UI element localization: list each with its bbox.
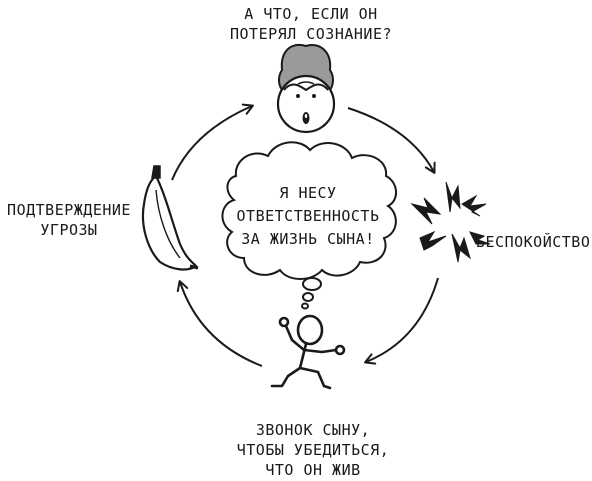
label-anxiety: Беспокойство xyxy=(476,233,591,251)
banana-icon xyxy=(141,165,199,271)
label-threat-confirmation: Подтверждение угрозы xyxy=(7,201,131,239)
label-call-son: Звонок сыну, чтобы убедиться, что он жив xyxy=(236,421,390,479)
thought-cloud xyxy=(221,141,397,310)
arrow-bottom-to-left xyxy=(176,280,263,367)
arrow-right-to-bottom xyxy=(364,277,439,365)
monkey-head-icon xyxy=(276,44,336,134)
running-figure-icon xyxy=(270,314,346,390)
arrow-left-to-top xyxy=(171,103,254,181)
lightning-burst-icon xyxy=(410,181,491,263)
arrow-top-to-right xyxy=(347,107,436,174)
cloud-thought-text: Я несу ответственность за жизнь сына! xyxy=(236,184,380,248)
label-what-if-unconscious: А что, если он потерял сознание? xyxy=(229,5,393,43)
